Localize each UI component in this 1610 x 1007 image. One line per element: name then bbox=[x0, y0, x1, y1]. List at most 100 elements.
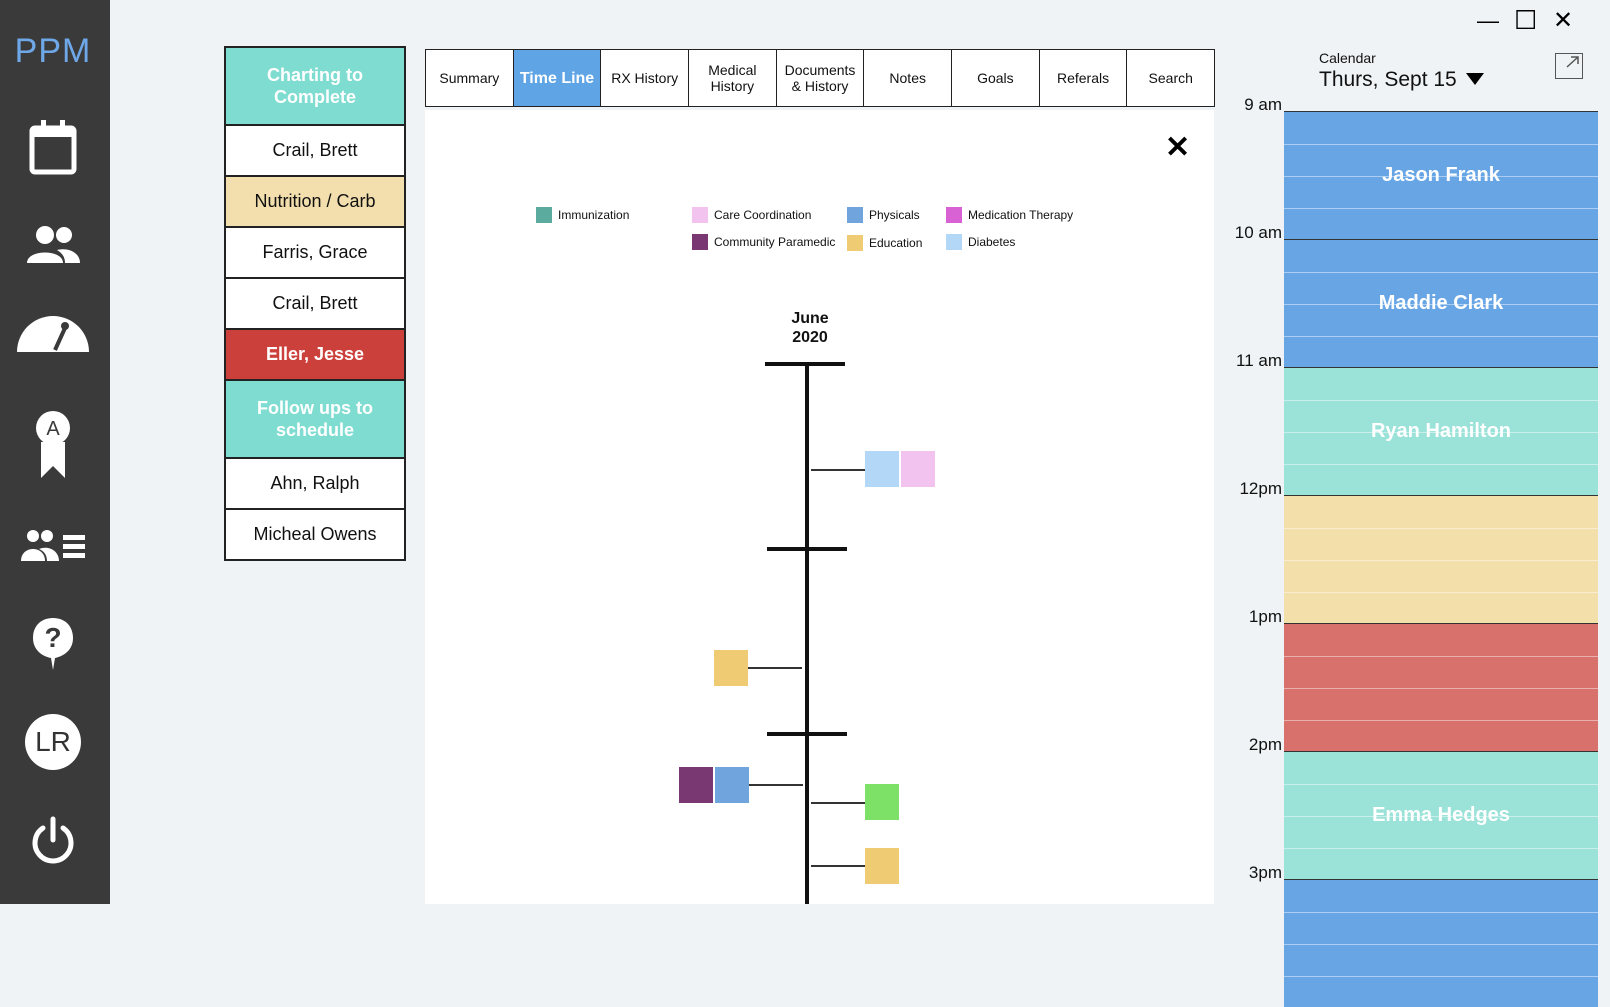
legend-label: Education bbox=[869, 236, 923, 250]
legend-label: Medication Therapy bbox=[968, 208, 1074, 222]
slot-divider bbox=[1284, 464, 1598, 465]
tab-summary[interactable]: Summary bbox=[426, 50, 514, 106]
legend-swatch bbox=[847, 235, 863, 251]
patient-list-item[interactable]: Farris, Grace bbox=[226, 228, 404, 279]
tab-search[interactable]: Search bbox=[1148, 70, 1193, 86]
event-marker-green[interactable] bbox=[865, 784, 899, 820]
patient-list-item[interactable]: Nutrition / Carb bbox=[226, 177, 404, 228]
svg-text:A: A bbox=[46, 418, 60, 440]
appointment-name: Maddie Clark bbox=[1378, 292, 1504, 314]
calendar-hour-label: 1pm bbox=[1248, 607, 1282, 626]
power-icon bbox=[32, 816, 74, 864]
awards-nav-button[interactable]: A bbox=[0, 405, 106, 485]
logout-nav-button[interactable] bbox=[0, 800, 106, 880]
patient-list-item[interactable]: Eller, Jesse bbox=[226, 330, 404, 381]
calendar-icon bbox=[29, 120, 77, 175]
legend-swatch bbox=[692, 234, 708, 250]
event-physicals[interactable] bbox=[715, 767, 749, 803]
legend-label: Care Coordination bbox=[714, 208, 812, 222]
patient-list-item[interactable]: Crail, Brett bbox=[226, 126, 404, 177]
slot-divider bbox=[1284, 592, 1598, 593]
legend-label: Community Paramedic bbox=[714, 235, 836, 249]
calendar-hour-label: 12pm bbox=[1239, 479, 1282, 498]
legend-item: Medication Therapy bbox=[946, 207, 1073, 223]
slot-divider bbox=[1284, 784, 1598, 785]
legend-item: Care Coordination bbox=[692, 207, 811, 223]
tab-documents-history[interactable]: Documents & History bbox=[777, 50, 865, 106]
patient-list-item[interactable]: Crail, Brett bbox=[226, 279, 404, 330]
slot-divider bbox=[1284, 208, 1598, 209]
calendar-nav-button[interactable] bbox=[0, 107, 106, 187]
event-care-coordination[interactable] bbox=[901, 451, 935, 487]
tab-notes[interactable]: Notes bbox=[864, 50, 953, 106]
appointment-block[interactable] bbox=[1284, 623, 1598, 751]
event-diabetes[interactable] bbox=[865, 451, 899, 487]
slot-divider bbox=[1284, 272, 1598, 273]
event-connector bbox=[748, 667, 802, 669]
appointment-block[interactable] bbox=[1284, 879, 1598, 1007]
tab-medical-history[interactable]: Medical History bbox=[689, 50, 777, 106]
minimize-icon[interactable]: — bbox=[1477, 8, 1499, 33]
patients-nav-button[interactable] bbox=[0, 205, 106, 285]
legend-swatch bbox=[946, 207, 962, 223]
slot-divider bbox=[1284, 336, 1598, 337]
slot-divider bbox=[1284, 688, 1598, 689]
event-connector bbox=[749, 784, 803, 786]
event-connector bbox=[811, 802, 865, 804]
timeline-tick bbox=[767, 732, 847, 736]
legend-swatch bbox=[692, 207, 708, 223]
help-icon: ? bbox=[33, 618, 73, 670]
calendar-date[interactable]: Thurs, Sept 15 bbox=[1319, 68, 1457, 91]
tab-time-line[interactable]: Time Line bbox=[513, 50, 602, 106]
worklist-section-header[interactable]: Follow ups to schedule bbox=[226, 381, 404, 459]
timeline-year: 2020 bbox=[792, 329, 828, 346]
event-connector bbox=[811, 865, 865, 867]
slot-divider bbox=[1284, 560, 1598, 561]
expand-icon[interactable] bbox=[1555, 53, 1583, 79]
timeline-month: June bbox=[791, 310, 829, 327]
slot-divider bbox=[1284, 944, 1598, 945]
tab-goals[interactable]: Goals bbox=[952, 50, 1040, 106]
appointment-name: Emma Hedges bbox=[1372, 804, 1510, 826]
appointment-block[interactable]: Jason Frank bbox=[1284, 111, 1598, 239]
patient-list-item[interactable]: Micheal Owens bbox=[226, 510, 404, 561]
patient-list-nav-button[interactable] bbox=[0, 506, 106, 586]
close-icon[interactable]: ✕ bbox=[1165, 131, 1191, 164]
legend-label: Physicals bbox=[869, 208, 920, 222]
worklist-section-header[interactable]: Charting to Complete bbox=[226, 48, 404, 126]
event-community-paramedic[interactable] bbox=[679, 767, 713, 803]
tab-rx-history[interactable]: RX History bbox=[601, 50, 690, 106]
legend-swatch bbox=[847, 207, 863, 223]
maximize-icon[interactable]: ☐ bbox=[1514, 5, 1538, 35]
slot-divider bbox=[1284, 304, 1598, 305]
svg-text:?: ? bbox=[44, 622, 61, 653]
profile-nav-button[interactable]: LR bbox=[0, 702, 106, 782]
event-education[interactable] bbox=[865, 848, 899, 884]
avatar: LR bbox=[25, 714, 81, 770]
appointment-block[interactable]: Maddie Clark bbox=[1284, 239, 1598, 367]
appointment-block[interactable]: Emma Hedges bbox=[1284, 751, 1598, 879]
appointment-block[interactable] bbox=[1284, 495, 1598, 623]
slot-divider bbox=[1284, 848, 1598, 849]
legend-swatch bbox=[946, 234, 962, 250]
dashboard-nav-button[interactable] bbox=[0, 293, 106, 373]
tab-referals[interactable]: Referals bbox=[1040, 50, 1128, 106]
expand-arrow-icon bbox=[1566, 56, 1579, 68]
legend-label: Immunization bbox=[558, 208, 630, 222]
close-window-icon[interactable]: ✕ bbox=[1553, 7, 1574, 34]
slot-divider bbox=[1284, 816, 1598, 817]
patient-list-icon bbox=[21, 530, 85, 561]
slot-divider bbox=[1284, 656, 1598, 657]
chevron-down-icon[interactable] bbox=[1466, 73, 1484, 85]
patient-list-item[interactable]: Ahn, Ralph bbox=[226, 459, 404, 510]
slot-divider bbox=[1284, 144, 1598, 145]
timeline-month-label: June 2020 bbox=[770, 309, 850, 347]
appointment-block[interactable]: Ryan Hamilton bbox=[1284, 367, 1598, 495]
event-education[interactable] bbox=[714, 650, 748, 686]
calendar-hour-label: 2pm bbox=[1248, 735, 1282, 754]
slot-divider bbox=[1284, 976, 1598, 977]
help-nav-button[interactable]: ? bbox=[0, 604, 106, 684]
appointment-name: Jason Frank bbox=[1382, 164, 1500, 186]
